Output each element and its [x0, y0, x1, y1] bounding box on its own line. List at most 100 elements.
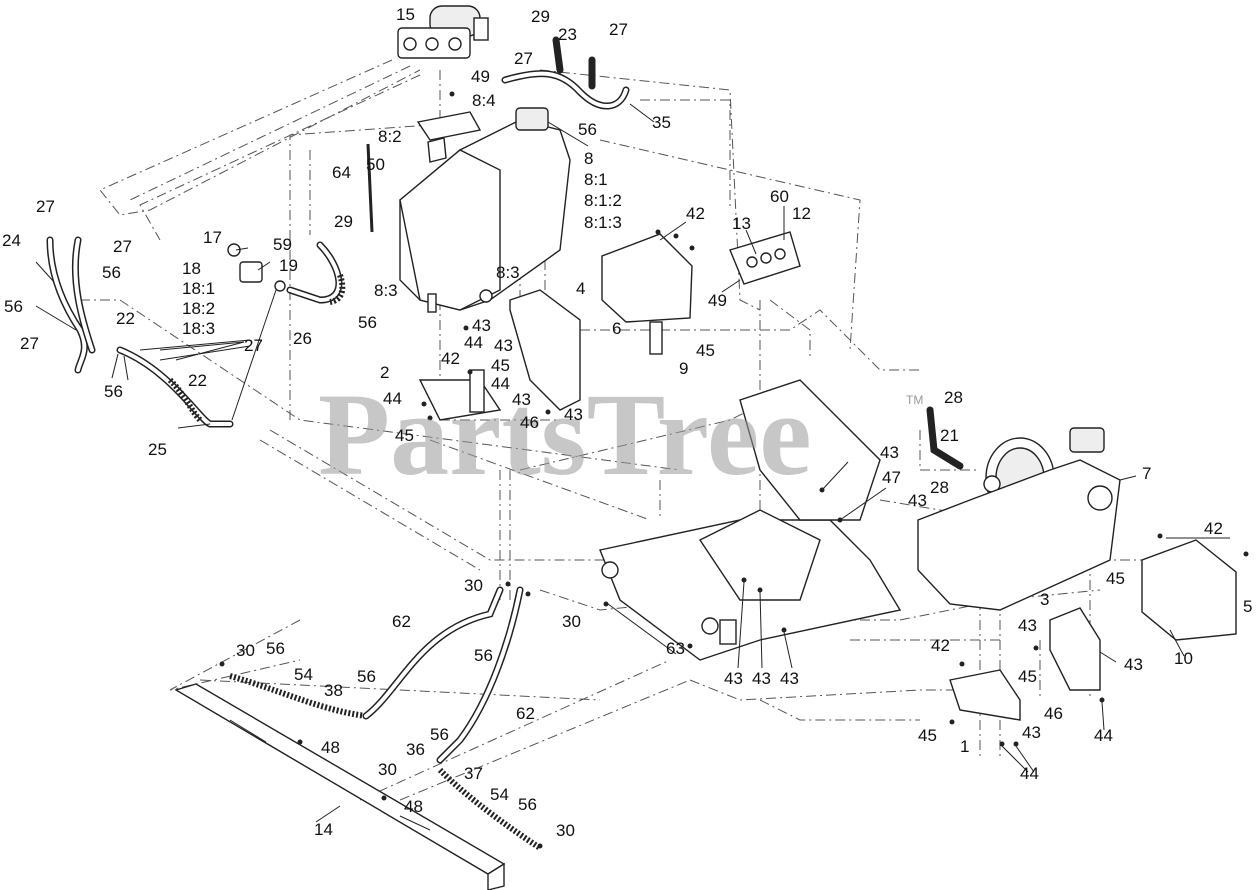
- callout-label: 5: [1243, 597, 1252, 616]
- callout-label: 8:3: [374, 281, 398, 300]
- callout-label: 49: [471, 67, 490, 86]
- callout-label: 45: [395, 426, 414, 445]
- callout-label: 43: [472, 316, 491, 335]
- callout-label: 43: [908, 491, 927, 510]
- lower-tank: [917, 427, 1121, 611]
- callout-label: 7: [1142, 464, 1151, 483]
- callout-label: 15: [396, 5, 415, 24]
- callout-label: 43: [724, 669, 743, 688]
- callout-label: 42: [931, 636, 950, 655]
- callout-label: 21: [940, 426, 959, 445]
- callout-label: 56: [430, 725, 449, 744]
- callout-label: 10: [1174, 649, 1193, 668]
- callout-label: 56: [266, 639, 285, 658]
- callout-label: 43: [564, 405, 583, 424]
- callout-label: 8:1:2: [584, 191, 622, 210]
- bracket-2-upright: [469, 369, 485, 413]
- callout-label: 1: [960, 737, 969, 756]
- callout-label: 44: [1094, 726, 1113, 745]
- callout-label: 8: [584, 149, 593, 168]
- callout-label: 30: [464, 576, 483, 595]
- callout-label: 44: [464, 333, 483, 352]
- valve-assembly: [227, 243, 286, 292]
- callout-label: 44: [491, 374, 510, 393]
- basket-6: [601, 233, 693, 323]
- callout-label: 48: [321, 738, 340, 757]
- bracket-3: [1049, 607, 1101, 691]
- callout-label: 30: [378, 760, 397, 779]
- callout-label: 45: [696, 341, 715, 360]
- callout-label: 42: [1204, 519, 1223, 538]
- callout-label: 36: [406, 740, 425, 759]
- callout-label: 56: [358, 313, 377, 332]
- callout-label: 18:1: [182, 279, 215, 298]
- callout-label: 46: [1044, 704, 1063, 723]
- callout-label: 27: [609, 20, 628, 39]
- callout-label: 43: [1018, 616, 1037, 635]
- upper-tank: [399, 107, 571, 313]
- callout-label: 3: [1040, 590, 1049, 609]
- callout-label: 45: [1106, 569, 1125, 588]
- callout-label: 27: [514, 49, 533, 68]
- callout-label: 14: [314, 820, 333, 839]
- callout-label: 27: [36, 197, 55, 216]
- callout-label: 8:2: [378, 127, 402, 146]
- watermark-trademark: TM: [906, 393, 923, 407]
- watermark-text: PartsTree: [318, 369, 812, 500]
- callout-label: 27: [244, 336, 263, 355]
- manifold-assembly: [729, 231, 801, 285]
- callout-label: 43: [780, 669, 799, 688]
- callout-label: 13: [732, 214, 751, 233]
- callout-label: 44: [1020, 764, 1039, 783]
- bracket-1: [949, 669, 1021, 721]
- left-hoses: [46, 236, 251, 428]
- callout-label: 56: [104, 382, 123, 401]
- callout-label: 56: [4, 297, 23, 316]
- pump-assembly: [397, 5, 489, 59]
- callout-label: 56: [102, 263, 121, 282]
- callout-label: 60: [770, 187, 789, 206]
- callout-label: 22: [188, 371, 207, 390]
- callout-label: 9: [679, 359, 688, 378]
- callout-label: 24: [2, 231, 21, 250]
- callout-label: 43: [494, 336, 513, 355]
- callout-label: 38: [324, 681, 343, 700]
- callout-label: 56: [357, 667, 376, 686]
- callout-label: 8:4: [472, 91, 496, 110]
- callout-label: 43: [880, 443, 899, 462]
- callout-label: 22: [116, 309, 135, 328]
- mower-frame: [599, 379, 902, 661]
- callout-label: 47: [882, 468, 901, 487]
- callout-label: 28: [930, 478, 949, 497]
- bracket-50: [416, 111, 482, 141]
- callout-label: 63: [666, 639, 685, 658]
- callout-label: 54: [490, 785, 509, 804]
- callout-label: 54: [294, 665, 313, 684]
- callout-label: 30: [556, 821, 575, 840]
- leader-lines: [35, 103, 1230, 823]
- callout-label: 56: [518, 795, 537, 814]
- callout-label: 30: [562, 612, 581, 631]
- callout-label: 42: [686, 204, 705, 223]
- boom-hoses: [229, 586, 542, 851]
- basket-5: [1141, 539, 1237, 641]
- callout-label: 4: [576, 279, 585, 298]
- callout-label: 59: [273, 235, 292, 254]
- callout-label: 45: [918, 726, 937, 745]
- callout-label: 62: [516, 704, 535, 723]
- callout-label: 27: [113, 237, 132, 256]
- callout-label: 18:3: [182, 319, 215, 338]
- callout-label: 50: [366, 155, 385, 174]
- callout-label: 25: [148, 440, 167, 459]
- callout-label: 6: [612, 319, 621, 338]
- callout-label: 26: [293, 329, 312, 348]
- callout-label: 43: [1124, 655, 1143, 674]
- callout-label: 8:3: [496, 263, 520, 282]
- callout-label: 44: [383, 389, 402, 408]
- hose-21: [926, 406, 964, 470]
- callout-label: 29: [531, 7, 550, 26]
- callout-label: 8:1: [584, 170, 608, 189]
- spray-boom: [174, 683, 506, 890]
